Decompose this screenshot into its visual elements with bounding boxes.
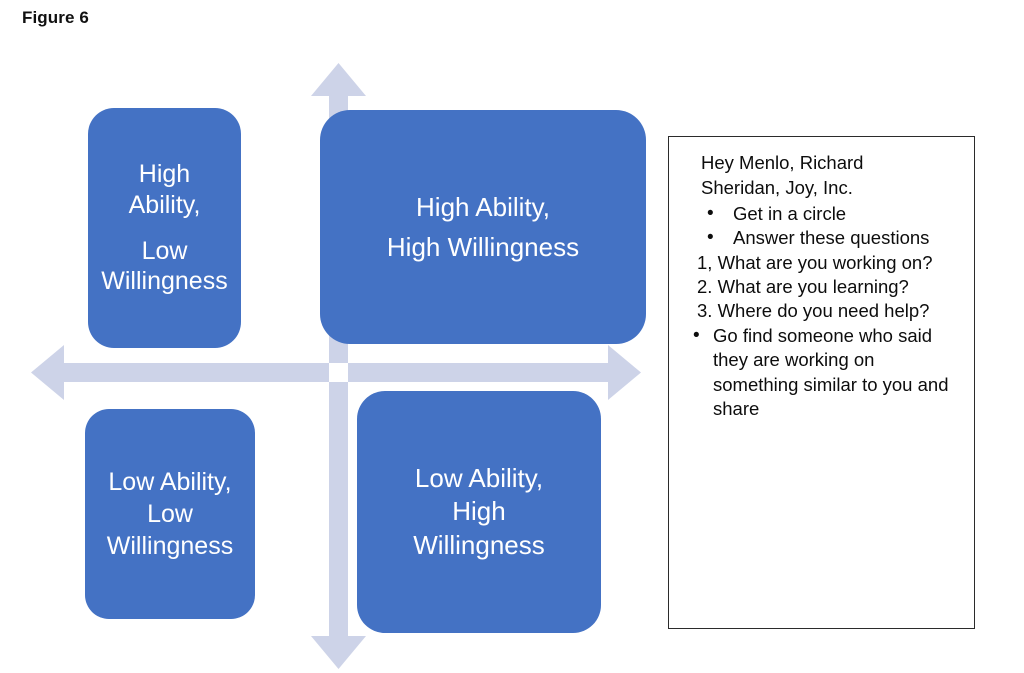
note-numbered-list: 1, What are you working on? 2. What are … bbox=[685, 251, 958, 324]
list-item: 3. Where do you need help? bbox=[697, 300, 930, 322]
quadrant-line: Low Ability, bbox=[108, 468, 232, 496]
quadrant-low-ability-high-willingness[interactable]: Low Ability, High Willingness bbox=[357, 391, 601, 633]
note-heading-line: Sheridan, Joy, Inc. bbox=[701, 177, 853, 199]
note-heading-line: Hey Menlo, Richard bbox=[701, 152, 864, 173]
quadrant-line: Low bbox=[147, 500, 193, 528]
quadrant-line: Ability, bbox=[128, 190, 201, 219]
quadrant-line: Willingness bbox=[106, 532, 234, 560]
list-item: 2. What are you learning? bbox=[697, 276, 909, 298]
note-box: Hey Menlo, Richard Sheridan, Joy, Inc. G… bbox=[668, 136, 975, 629]
quadrant-line: High Ability, bbox=[416, 191, 550, 222]
note-bullet-list: Get in a circle Answer these questions bbox=[685, 201, 958, 251]
quadrant-low-ability-low-willingness[interactable]: Low Ability, Low Willingness bbox=[85, 409, 255, 619]
list-item: Get in a circle bbox=[685, 201, 958, 227]
quadrant-line: Willingness bbox=[413, 529, 545, 560]
figure-label: Figure 6 bbox=[22, 8, 89, 27]
quadrant-line: High Willingness bbox=[386, 232, 580, 262]
list-item: 1, What are you working on? bbox=[697, 251, 933, 273]
quadrant-line: Low Ability, bbox=[414, 463, 544, 494]
note-final-bullet: Go find someone who said they are workin… bbox=[685, 323, 958, 422]
quadrant-line: Low bbox=[141, 236, 188, 265]
arrow-left-icon bbox=[31, 345, 329, 400]
list-item: Answer these questions bbox=[685, 225, 958, 251]
quadrant-high-ability-high-willingness[interactable]: High Ability, High Willingness bbox=[320, 110, 646, 344]
quadrant-line: High bbox=[138, 160, 191, 189]
quadrant-line: High bbox=[452, 496, 506, 527]
quadrant-high-ability-low-willingness[interactable]: High Ability, Low Willingness bbox=[88, 108, 241, 348]
quadrant-line: Willingness bbox=[101, 267, 228, 296]
